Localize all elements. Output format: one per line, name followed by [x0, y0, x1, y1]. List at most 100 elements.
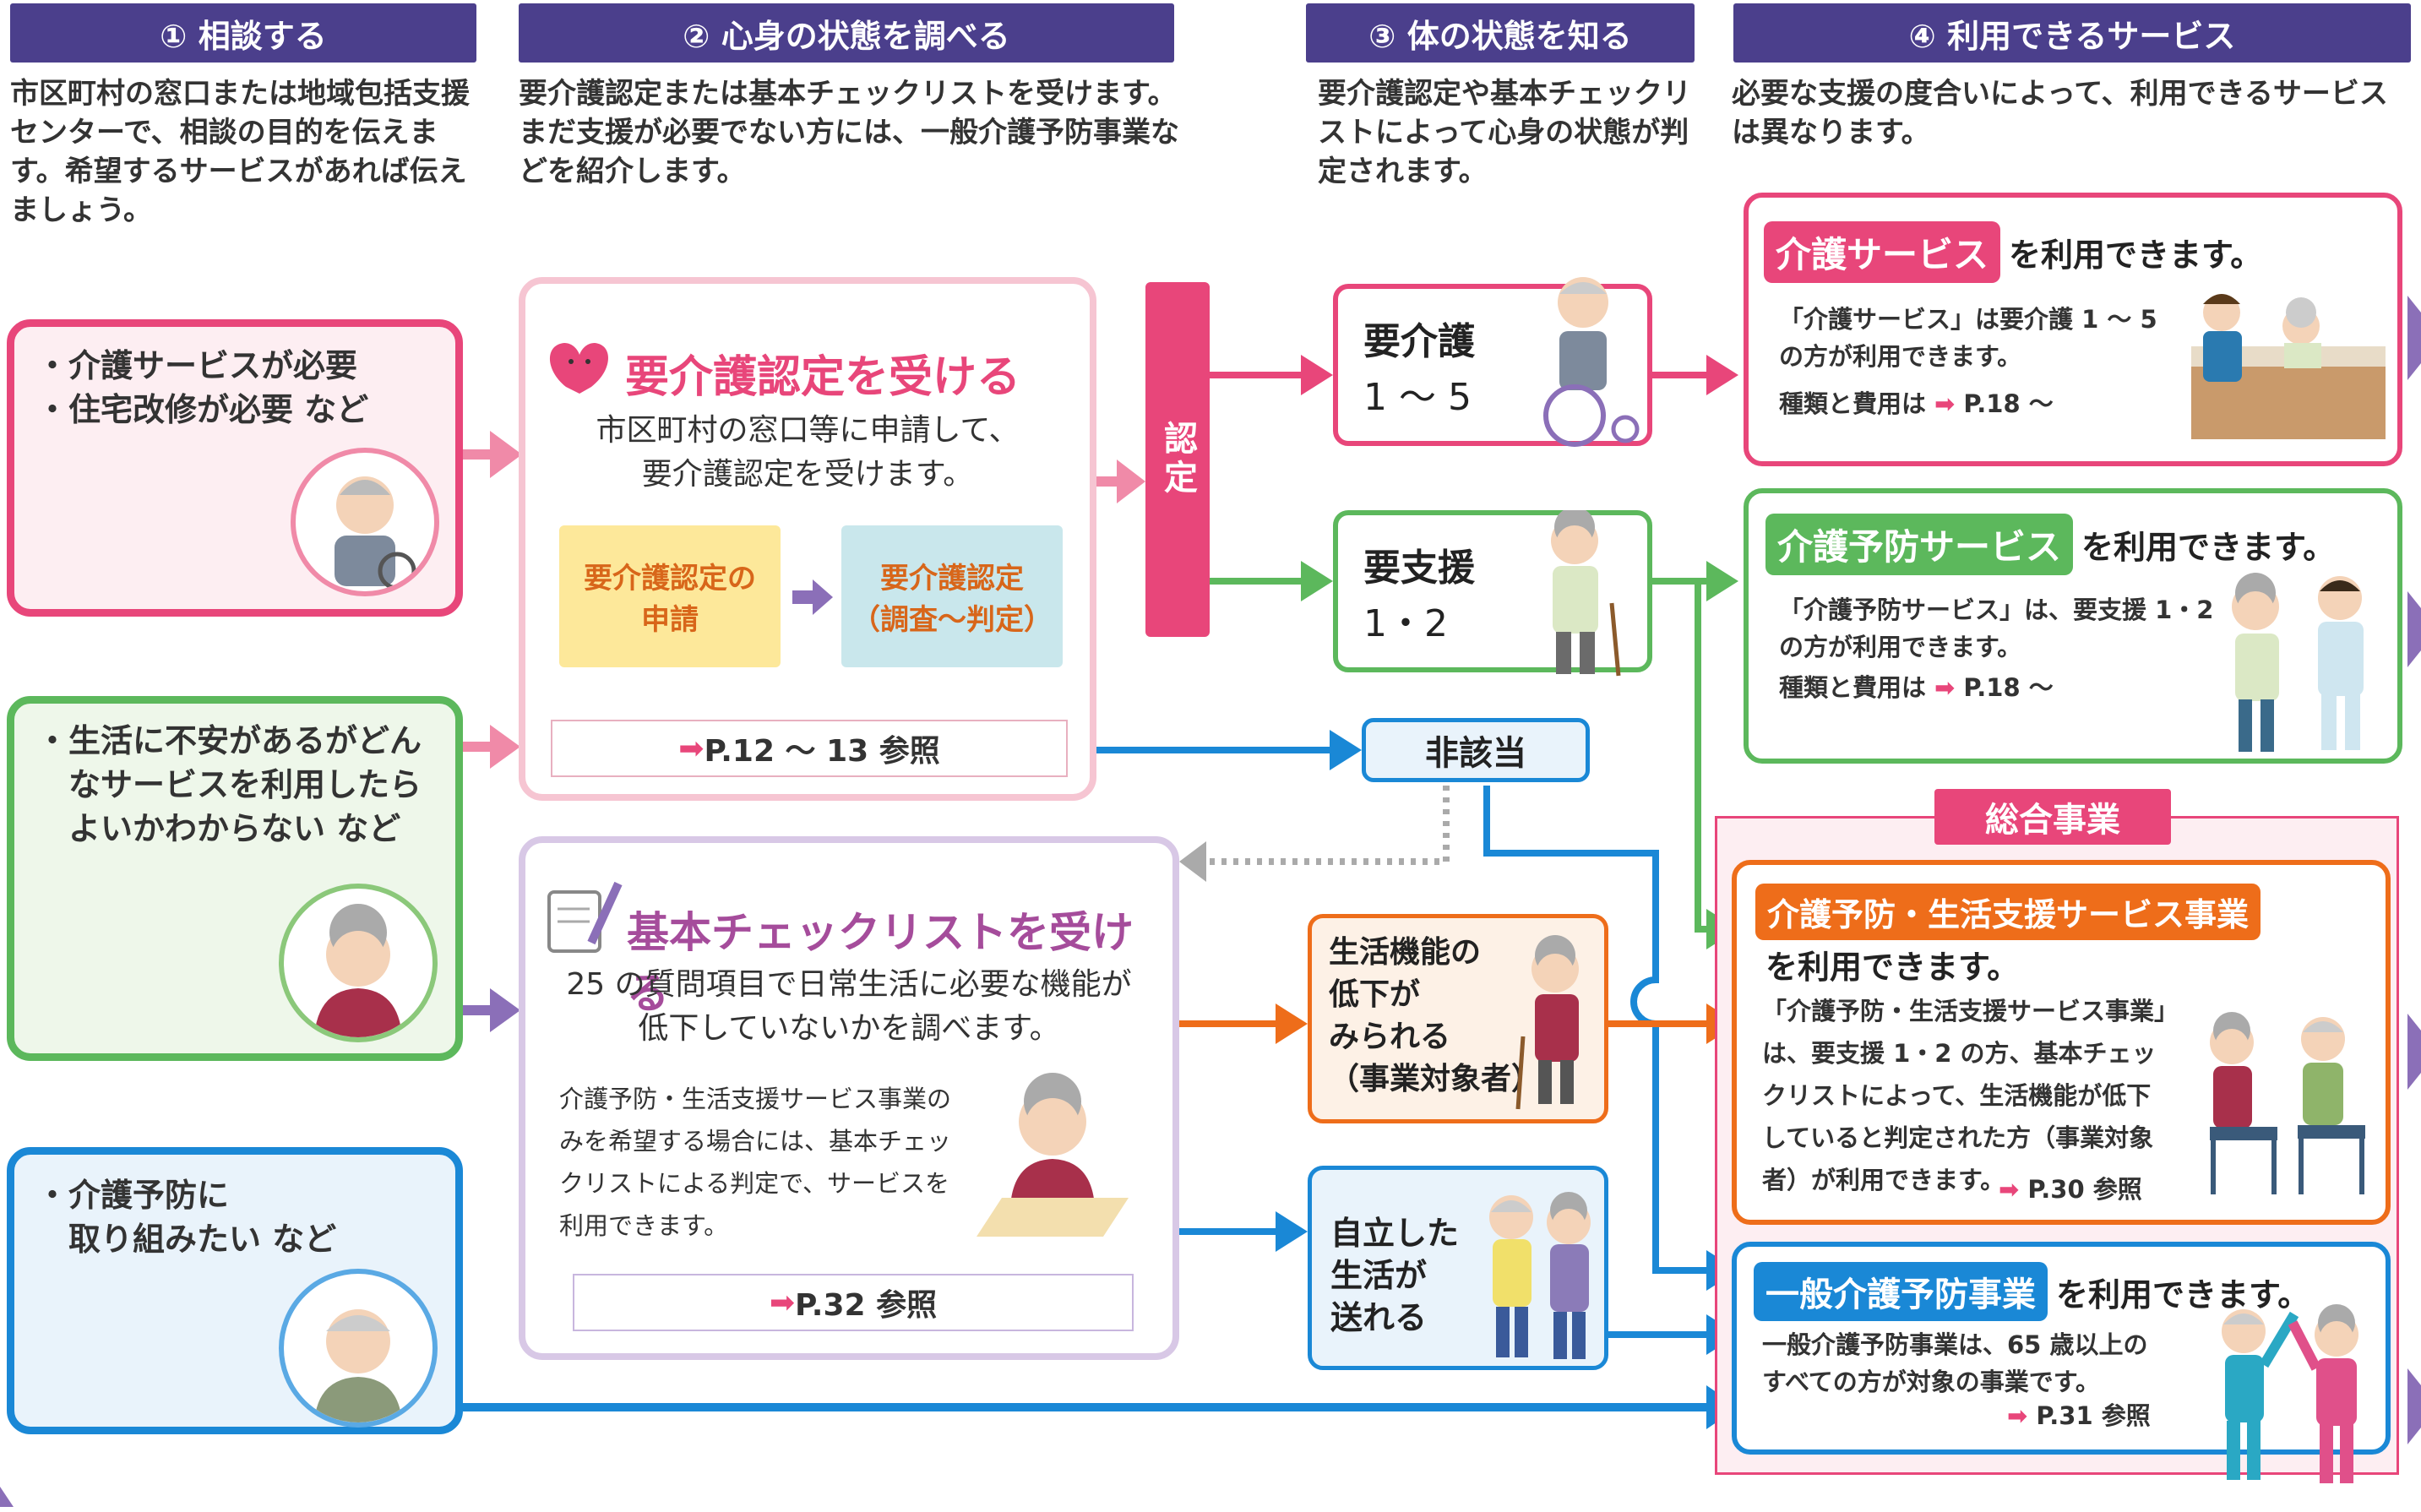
status-shien-sub: 1・2: [1363, 602, 1448, 645]
service-kaigo-desc-2: の方が利用できます。: [1779, 342, 2022, 371]
status-seikatsu: 生活機能の 低下が みられる （事業対象者）: [1308, 914, 1608, 1123]
nintei-desc-2: 要介護認定を受けます。: [641, 457, 974, 492]
ref-arrow-icon: ➡: [1934, 389, 1956, 418]
status-kaigo-title: 要介護: [1363, 320, 1475, 363]
checklist-desc-1: 25 の質問項目で日常生活に必要な機能が: [566, 967, 1132, 1002]
chair-exercise-figure: [2176, 1009, 2379, 1206]
arrow-higaitou-checklist: [1200, 786, 1450, 865]
status-seikatsu-2: 低下が: [1329, 977, 1421, 1012]
status-jiritsu-1: 自立した: [1330, 1215, 1460, 1252]
service-jigyou-ref[interactable]: P.30 参照: [2027, 1175, 2142, 1204]
caregiver-walking-figure: [2205, 569, 2391, 764]
status-jiritsu-3: 送れる: [1330, 1299, 1428, 1336]
status-higaitou: 非該当: [1362, 718, 1590, 782]
status-kaigo: 要介護 1 ～ 5: [1333, 277, 1652, 447]
ref-arrow-icon: ➡: [1934, 673, 1956, 702]
service-kaigo-ref-page[interactable]: P.18 ～: [1963, 389, 2054, 418]
step-2-header: ② 心身の状態を調べる: [519, 3, 1174, 63]
consult-1-line-1: ・介護サービスが必要: [36, 347, 358, 384]
status-jiritsu-2: 生活が: [1330, 1257, 1428, 1294]
consult-3-line-2: 取り組みたい など: [36, 1221, 337, 1258]
step-1-desc: 市区町村の窓口または地域包括支援センターで、相談の目的を伝えます。希望するサービ…: [10, 77, 470, 227]
care-bed-figure: [2174, 279, 2394, 460]
exercise-couple-figure: [2193, 1297, 2387, 1512]
step-4-desc: 必要な支援の度合いによって、利用できるサービスは異なります。: [1732, 77, 2388, 150]
arrow-shien-jigyou: [1695, 581, 1715, 933]
ref-arrow-icon: ➡: [1999, 1175, 2020, 1204]
service-ippan-ref[interactable]: P.31 参照: [2036, 1401, 2151, 1430]
checklist-desc-2: 低下していないかを調べます。: [638, 1011, 1060, 1046]
status-shien: 要支援 1・2: [1333, 507, 1652, 677]
consult-2-line-2: なサービスを利用したら: [36, 766, 422, 803]
service-jigyou-desc-1: 「介護予防・生活支援サービス事業」: [1762, 997, 2179, 1025]
checklist-note-4: 利用できます。: [559, 1211, 729, 1240]
service-ippan-desc-1: 一般介護予防事業は、65 歳以上の: [1762, 1330, 2148, 1359]
step-3-desc: 要介護認定や基本チェックリストによって心身の状態が判定されます。: [1318, 77, 1691, 188]
checklist-ref-text: P.32 参照: [795, 1288, 938, 1323]
service-jigyou-desc-2: は、要支援 1・2 の方、基本チェッ: [1762, 1039, 2157, 1068]
checklist-note-2: みを希望する場合には、基本チェッ: [559, 1127, 952, 1156]
wheelchair-figure: [1515, 264, 1651, 453]
step-3-header: ③ 体の状態を知る: [1306, 3, 1695, 63]
ref-arrow-icon: ➡: [678, 731, 705, 766]
elderly-cane-figure: [1511, 935, 1604, 1116]
status-jiritsu: 自立した 生活が 送れる: [1308, 1166, 1608, 1370]
nintei-step-survey-1: 要介護認定: [880, 562, 1024, 596]
service-ippan-badge: 一般介護予防事業: [1754, 1262, 2048, 1321]
service-jigyou-badge: 介護予防・生活支援サービス事業: [1755, 884, 2261, 940]
avatar-wheelchair-man: [291, 448, 439, 596]
status-kaigo-sub: 1 ～ 5: [1363, 376, 1472, 419]
service-ippan-desc-2: すべての方が対象の事業です。: [1762, 1368, 2100, 1396]
service-kaigo-tail: を利用できます。: [2009, 237, 2263, 274]
service-yobou-ref-label: 種類と費用は: [1779, 673, 1927, 702]
nintei-bar-label: 認定: [1158, 421, 1197, 498]
checklist-icon: [541, 875, 625, 960]
consult-1-line-2: ・住宅改修が必要 など: [36, 391, 369, 428]
nintei-ref[interactable]: ➡P.12 ～ 13 参照: [551, 720, 1068, 777]
nintei-step-apply: 要介護認定の 申請: [559, 525, 781, 667]
checklist-note-1: 介護予防・生活支援サービス事業の: [559, 1085, 952, 1113]
consult-2-line-3: よいかわからない など: [36, 810, 401, 847]
service-kaigo: 介護サービス を利用できます。 「介護サービス」は要介護 1 ～ 5 の方が利用…: [1744, 193, 2402, 466]
service-yobou-ref-page[interactable]: P.18 ～: [1963, 673, 2054, 702]
service-ippan-tail: を利用できます。: [2056, 1275, 2310, 1313]
service-jigyou: 介護予防・生活支援サービス事業 を利用できます。 「介護予防・生活支援サービス事…: [1732, 860, 2391, 1225]
avatar-man: [279, 1269, 438, 1428]
service-yobou-badge: 介護予防サービス: [1765, 514, 2074, 575]
nintei-desc-1: 市区町村の窓口等に申請して、: [596, 413, 1020, 448]
step-arrow-icon: [792, 576, 835, 622]
nintei-step-survey: 要介護認定 （調査～判定）: [841, 525, 1063, 667]
ref-arrow-icon: ➡: [769, 1285, 796, 1320]
status-shien-title: 要支援: [1363, 547, 1475, 590]
nintei-title: 要介護認定を受ける: [625, 352, 1021, 403]
checklist-title: 基本チェックリストを受ける: [627, 908, 1134, 1018]
checklist-box: 基本チェックリストを受ける 25 の質問項目で日常生活に必要な機能が 低下してい…: [519, 836, 1179, 1360]
heart-icon: [541, 328, 625, 395]
service-kaigo-desc-1: 「介護サービス」は要介護 1 ～ 5: [1779, 305, 2157, 334]
service-jigyou-desc-4: していると判定された方（事業対象: [1762, 1123, 2154, 1152]
step-2-desc: 要介護認定または基本チェックリストを受けます。まだ支援が必要でない方には、一般介…: [519, 77, 1179, 188]
nintei-box: 要介護認定を受ける 市区町村の窓口等に申請して、 要介護認定を受けます。 要介護…: [519, 277, 1096, 801]
checklist-note-3: クリストによる判定で、サービスを: [559, 1169, 949, 1198]
nintei-bar: 認定: [1145, 282, 1210, 637]
service-jigyou-desc-3: クリストによって、生活機能が低下: [1762, 1081, 2152, 1110]
service-kaigo-ref-label: 種類と費用は: [1779, 389, 1927, 418]
woman-writing-figure: [977, 1071, 1129, 1243]
checklist-ref[interactable]: ➡P.32 参照: [573, 1274, 1134, 1331]
step-1-header: ① 相談する: [10, 3, 476, 63]
consult-2-line-1: ・生活に不安があるがどん: [36, 722, 422, 759]
sougou-label: 総合事業: [1934, 789, 2171, 845]
step-4-header: ④ 利用できるサービス: [1733, 3, 2411, 63]
service-yobou-tail: を利用できます。: [2081, 529, 2336, 566]
service-yobou-desc-1: 「介護予防サービス」は、要支援 1・2: [1779, 596, 2214, 624]
ref-arrow-icon: ➡: [2007, 1401, 2028, 1430]
cane-woman-figure: [1519, 507, 1646, 683]
status-higaitou-label: 非該当: [1425, 734, 1526, 773]
status-seikatsu-1: 生活機能の: [1329, 935, 1482, 970]
service-ippan: 一般介護予防事業 を利用できます。 一般介護予防事業は、65 歳以上の すべての…: [1732, 1242, 2391, 1483]
status-seikatsu-4: （事業対象者）: [1329, 1062, 1542, 1096]
service-kaigo-badge: 介護サービス: [1764, 221, 2001, 283]
service-jigyou-desc-5: 者）が利用できます。: [1762, 1166, 2005, 1194]
status-seikatsu-3: みられる: [1329, 1020, 1451, 1054]
service-jigyou-tail: を利用できます。: [1765, 949, 2020, 986]
